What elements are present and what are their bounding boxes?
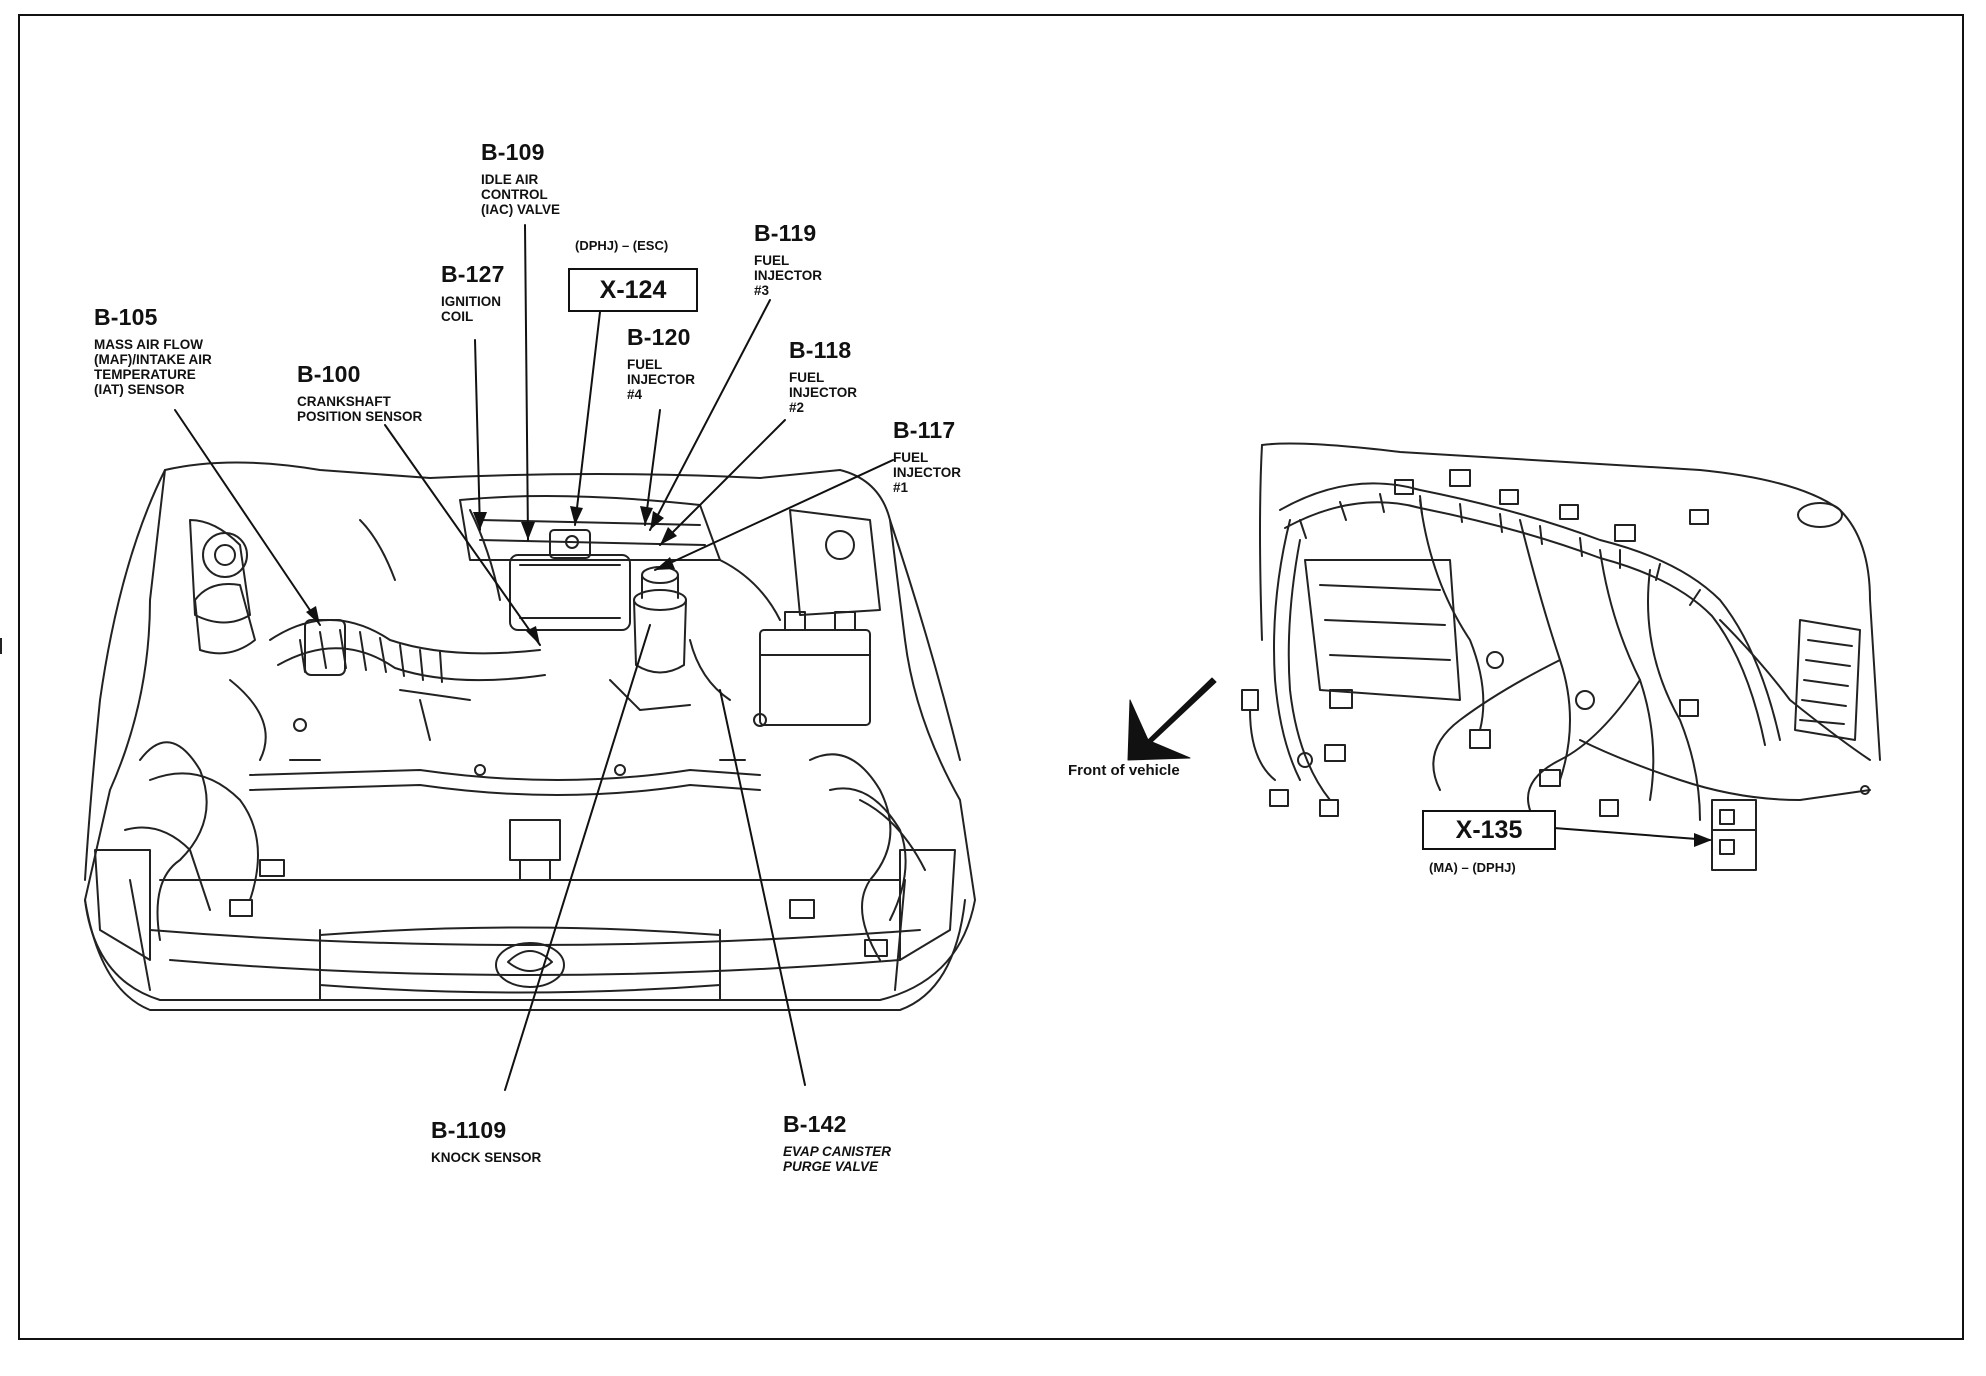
- leader-lines: [174, 224, 894, 1091]
- label-b100-code: B-100: [297, 361, 361, 387]
- margin-mark: [0, 638, 2, 654]
- label-b120-desc: FUEL INJECTOR #4: [627, 356, 696, 402]
- label-b109-code: B-109: [481, 139, 545, 165]
- label-b109-desc: IDLE AIR CONTROL (IAC) VALVE: [481, 171, 560, 217]
- label-b118: B-118 FUEL INJECTOR #2: [789, 337, 858, 415]
- x135-variant: (MA) – (DPHJ): [1429, 860, 1516, 875]
- label-b127: B-127 IGNITION COIL: [441, 261, 505, 324]
- engine-bay-illustration: [84, 461, 976, 1011]
- label-b109: B-109 IDLE AIR CONTROL (IAC) VALVE: [481, 139, 560, 217]
- x135-box: X-135: [1422, 810, 1556, 850]
- label-b127-code: B-127: [441, 261, 505, 287]
- label-b120: B-120 FUEL INJECTOR #4: [627, 324, 696, 402]
- label-b1109-code: B-1109: [431, 1117, 507, 1143]
- x124-box: X-124: [568, 268, 698, 312]
- label-b119: B-119 FUEL INJECTOR #3: [754, 220, 823, 298]
- dashboard-harness-illustration: [1241, 442, 1881, 871]
- x124-variant: (DPHJ) – (ESC): [575, 238, 669, 253]
- label-b105-code: B-105: [94, 304, 158, 330]
- label-b100-desc: CRANKSHAFT POSITION SENSOR: [297, 393, 423, 424]
- label-b120-code: B-120: [627, 324, 691, 350]
- label-b119-desc: FUEL INJECTOR #3: [754, 252, 823, 298]
- label-b142: B-142 EVAP CANISTER PURGE VALVE: [783, 1111, 892, 1174]
- x135-leader-arrowhead: [1694, 833, 1712, 847]
- label-b142-code: B-142: [783, 1111, 847, 1137]
- diagram-frame: [18, 14, 1964, 1340]
- label-b118-code: B-118: [789, 337, 852, 363]
- label-b100: B-100 CRANKSHAFT POSITION SENSOR: [297, 361, 423, 424]
- label-b117-desc: FUEL INJECTOR #1: [893, 449, 962, 495]
- label-b1109-desc: KNOCK SENSOR: [431, 1149, 542, 1165]
- label-b117: B-117 FUEL INJECTOR #1: [893, 417, 962, 495]
- label-b127-desc: IGNITION COIL: [441, 293, 501, 324]
- label-b1109: B-1109 KNOCK SENSOR: [431, 1117, 542, 1165]
- label-b118-desc: FUEL INJECTOR #2: [789, 369, 858, 415]
- label-b142-desc: EVAP CANISTER PURGE VALVE: [783, 1143, 892, 1174]
- label-b117-code: B-117: [893, 417, 956, 443]
- front-of-vehicle-label: Front of vehicle: [1068, 762, 1180, 779]
- label-b105: B-105 MASS AIR FLOW (MAF)/INTAKE AIR TEM…: [94, 304, 212, 398]
- label-b105-desc: MASS AIR FLOW (MAF)/INTAKE AIR TEMPERATU…: [94, 336, 212, 398]
- label-b119-code: B-119: [754, 220, 817, 246]
- x135-leader-line: [1553, 827, 1711, 841]
- leader-arrowheads: [306, 506, 677, 645]
- front-of-vehicle-arrow: [1127, 677, 1217, 761]
